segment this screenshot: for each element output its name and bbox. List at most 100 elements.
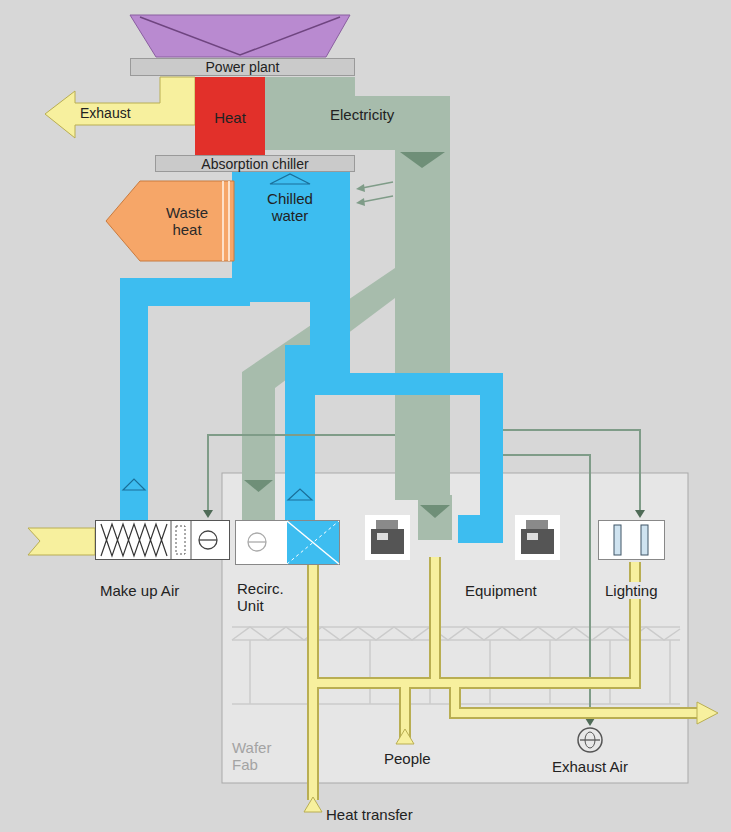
fuel-hopper-part (140, 17, 340, 55)
power-line-arrows-part (203, 510, 213, 518)
recirc-unit-shape-part-part (248, 533, 266, 551)
electricity-to-chiller-part (356, 198, 365, 206)
heat-flow-arrows-part (697, 702, 718, 724)
recirc-unit-shape-part-part (287, 521, 339, 564)
waste-heat-arrow-part-part (106, 181, 234, 261)
flow-label: Exhaust (80, 105, 131, 121)
heat-flow-arrows-part (396, 729, 414, 744)
exhaust-fan-shape-part-part (585, 732, 595, 748)
fab-region: Wafer Fab Recirc. Unit LightingExhaust Air (222, 473, 688, 783)
exhaust-fan-shape-part-part (578, 728, 602, 752)
make-up-air-unit-shape-part-part (176, 526, 185, 554)
equipment-icons-part (515, 515, 560, 560)
lighting-fixture-shape-part-part (641, 525, 648, 555)
power-line-arrows-part (635, 510, 645, 518)
node-label: Absorption chiller (201, 156, 308, 172)
power-line-arrows-part (585, 718, 595, 726)
heat-flow-arrows-part (304, 797, 322, 812)
electricity-to-chiller-part (356, 184, 365, 192)
equipment-icons-part (371, 529, 404, 554)
exhaust-arrow (45, 77, 195, 138)
make-up-air-unit-shape-part (95, 520, 230, 560)
chilled-water-flow-part (288, 489, 312, 500)
waste-heat-arrow-part-part (223, 181, 229, 261)
recirc-unit-shape-part-part (287, 521, 339, 564)
make-up-air-unit: Make up Air (95, 520, 230, 599)
electricity-flow-part (400, 152, 445, 168)
electricity-to-chiller-part (362, 182, 393, 202)
recirc-unit-shape-part-part (248, 541, 266, 542)
chilled-water-flow (120, 172, 503, 543)
power-lines-part (503, 430, 640, 512)
lighting-fixture-shape-part-part (599, 521, 665, 560)
recirc-unit-shape (235, 520, 340, 565)
electricity-flow-part (420, 505, 450, 518)
fuel-hopper (130, 15, 350, 57)
exhaust-fan-shape-part-part (580, 739, 600, 740)
equipment-label: Equipment (465, 582, 537, 599)
equipment-icons-part (521, 529, 554, 554)
node-label: Waste heat (156, 204, 218, 238)
chilled-water-flow-part (270, 174, 310, 184)
plant-bar: Power plant (130, 58, 355, 76)
node-label: Heat (214, 109, 246, 126)
equipment-icons-part (527, 533, 538, 540)
exhaust-fan-shape-part (525, 725, 655, 755)
make-up-air-unit-shape-part-part (199, 531, 217, 549)
fuel-hopper-part (130, 15, 350, 57)
make-up-air-unit-shape-part-part (96, 521, 230, 560)
exhaust-fan-shape (525, 725, 655, 755)
make-up-air-unit-shape (95, 520, 230, 560)
make-up-air-unit-shape-part-part (191, 520, 192, 560)
fab-structure-part (232, 627, 680, 640)
equipment-icons-part (376, 520, 398, 530)
recirc-unit-shape-part (235, 520, 340, 565)
unit-label: Recirc. Unit (237, 580, 299, 614)
heat-flow-arrows (28, 528, 718, 812)
equipment-icons (365, 515, 560, 560)
unit-label: Lighting (603, 582, 660, 599)
chiller-bar: Absorption chiller (155, 155, 355, 172)
electricity-flow (242, 77, 452, 540)
make-up-air-unit-shape-part-part (101, 524, 167, 556)
chilled-water-flow-part (123, 479, 145, 490)
lighting-fixture: Lighting (598, 520, 665, 599)
lighting-fixture-shape-part-part (614, 525, 621, 555)
waste-heat-arrow: Waste heat (105, 180, 235, 262)
region-label: Wafer Fab (232, 739, 280, 773)
equipment-icons-part (377, 533, 388, 540)
chilled-water-flow-part (458, 515, 503, 543)
lighting-fixture-shape (598, 520, 665, 560)
recirc-unit-shape-part-part (287, 521, 339, 564)
flow-label: Chilled water (255, 190, 325, 224)
flow-label: People (384, 750, 431, 767)
node-label: Power plant (206, 59, 280, 75)
equipment-icons-part (526, 520, 548, 530)
heat-flow (313, 557, 698, 800)
recirc-unit: Recirc. Unit (235, 520, 340, 614)
unit-label: Make up Air (100, 582, 179, 599)
exhaust-fan: Exhaust Air (525, 725, 655, 775)
chilled-water-flow-part (120, 278, 148, 520)
chilled-water-flow-part (310, 300, 350, 375)
heat-flow-part (313, 557, 698, 800)
electricity-flow-part (244, 480, 273, 492)
lighting-fixture-shape-part (598, 520, 665, 560)
make-up-air-unit-shape-part-part (199, 539, 217, 540)
power-lines-part (208, 435, 395, 512)
flow-label: Heat transfer (326, 806, 413, 823)
heat-flow-part (313, 557, 698, 800)
chilled-water-flow-part (285, 345, 315, 522)
equipment-icons-part (365, 515, 410, 560)
power-line-arrows (203, 510, 645, 726)
recirc-unit-shape-part-part (236, 521, 340, 565)
electricity-flow-part (418, 495, 452, 540)
electricity-to-chiller (356, 182, 393, 206)
chilled-water-flow-part (310, 373, 503, 395)
make-up-air-unit-shape-part-part (171, 520, 172, 560)
heat-flow-arrows-part (28, 528, 95, 555)
heat-box: Heat (195, 77, 265, 157)
flow-label: Electricity (330, 106, 394, 123)
